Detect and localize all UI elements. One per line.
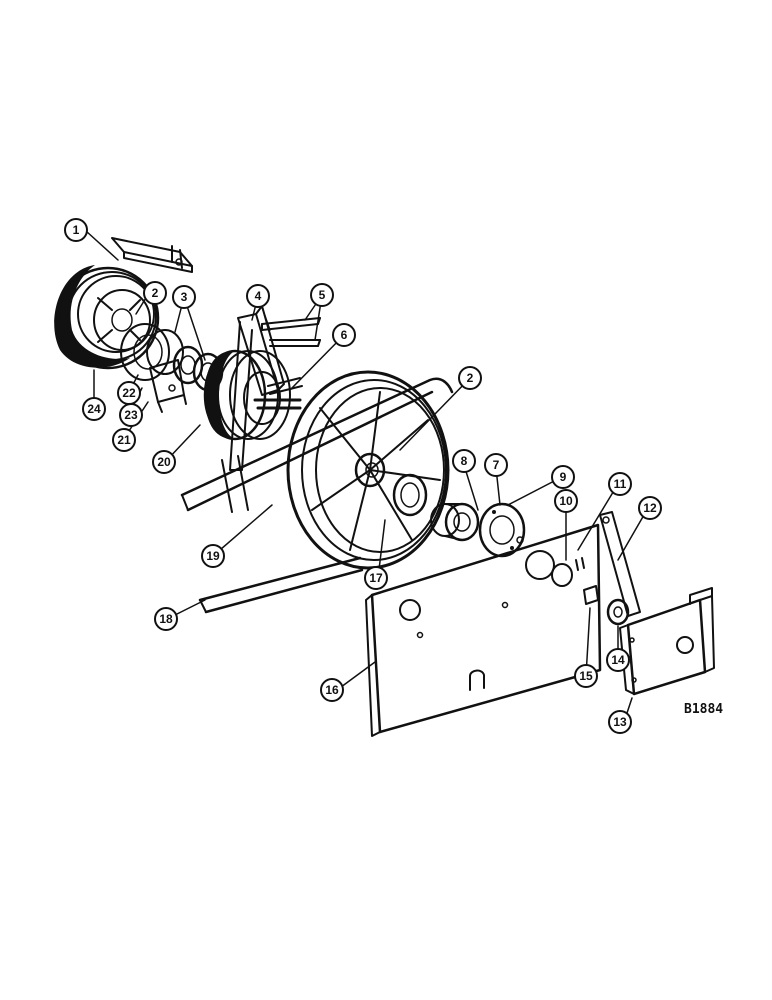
callout-18: 18 <box>154 607 178 631</box>
callout-10: 10 <box>554 489 578 513</box>
callout-20: 20 <box>152 450 176 474</box>
svg-text:20: 20 <box>157 455 171 469</box>
svg-text:2: 2 <box>467 371 474 385</box>
svg-text:23: 23 <box>124 408 138 422</box>
svg-text:9: 9 <box>560 470 567 484</box>
callout-3: 3 <box>172 285 196 309</box>
svg-text:13: 13 <box>613 715 627 729</box>
callout-15: 15 <box>574 664 598 688</box>
part-large-spoked-pulley <box>286 370 450 570</box>
svg-text:12: 12 <box>643 501 657 515</box>
part-bearing-assembly-left <box>120 323 187 413</box>
part-small-gears <box>551 557 599 605</box>
part-pins <box>261 317 321 347</box>
svg-text:4: 4 <box>255 289 262 303</box>
callout-21: 21 <box>112 428 136 452</box>
svg-text:14: 14 <box>611 653 625 667</box>
callout-12: 12 <box>638 496 662 520</box>
svg-text:11: 11 <box>614 477 627 491</box>
part-flange-plate <box>478 502 526 558</box>
part-idler-arm-bracket <box>111 237 193 273</box>
svg-text:21: 21 <box>117 433 131 447</box>
callout-5: 5 <box>310 283 334 307</box>
callouts: 1 2 3 4 5 6 2 7 <box>64 218 662 734</box>
svg-text:7: 7 <box>493 458 500 472</box>
callout-8: 8 <box>452 449 476 473</box>
svg-text:17: 17 <box>369 571 383 585</box>
svg-text:3: 3 <box>181 290 188 304</box>
part-bearing-cup <box>430 502 480 542</box>
callout-11: 11 <box>608 472 632 496</box>
drawing-code: B1884 <box>684 702 723 717</box>
svg-text:6: 6 <box>341 328 348 342</box>
callout-19: 19 <box>201 544 225 568</box>
part-shaft <box>267 377 303 395</box>
part-mounting-bracket <box>619 587 715 696</box>
callout-7: 7 <box>484 453 508 477</box>
svg-text:16: 16 <box>325 683 339 697</box>
svg-text:15: 15 <box>579 669 593 683</box>
callout-24: 24 <box>82 397 106 421</box>
part-belts <box>180 377 454 614</box>
callout-2-left: 2 <box>143 281 167 305</box>
callout-14: 14 <box>606 648 630 672</box>
svg-text:22: 22 <box>122 386 136 400</box>
callout-4: 4 <box>246 284 270 308</box>
part-washer <box>606 598 630 626</box>
svg-text:10: 10 <box>559 494 573 508</box>
callout-2-right: 2 <box>458 366 482 390</box>
svg-text:1: 1 <box>73 223 80 237</box>
svg-text:2: 2 <box>152 286 159 300</box>
svg-text:18: 18 <box>159 612 173 626</box>
svg-text:19: 19 <box>206 549 220 563</box>
callout-13: 13 <box>608 710 632 734</box>
callout-23: 23 <box>119 403 143 427</box>
callout-9: 9 <box>551 465 575 489</box>
svg-text:8: 8 <box>461 454 468 468</box>
callout-6: 6 <box>332 323 356 347</box>
callout-17: 17 <box>364 566 388 590</box>
callout-1: 1 <box>64 218 88 242</box>
part-left-pulley <box>54 265 160 370</box>
part-side-panel <box>365 523 602 737</box>
svg-text:5: 5 <box>319 288 326 302</box>
part-angled-arm <box>599 511 641 617</box>
callout-16: 16 <box>320 678 344 702</box>
callout-22: 22 <box>117 381 141 405</box>
svg-text:24: 24 <box>87 402 101 416</box>
part-support-bracket <box>229 305 285 471</box>
